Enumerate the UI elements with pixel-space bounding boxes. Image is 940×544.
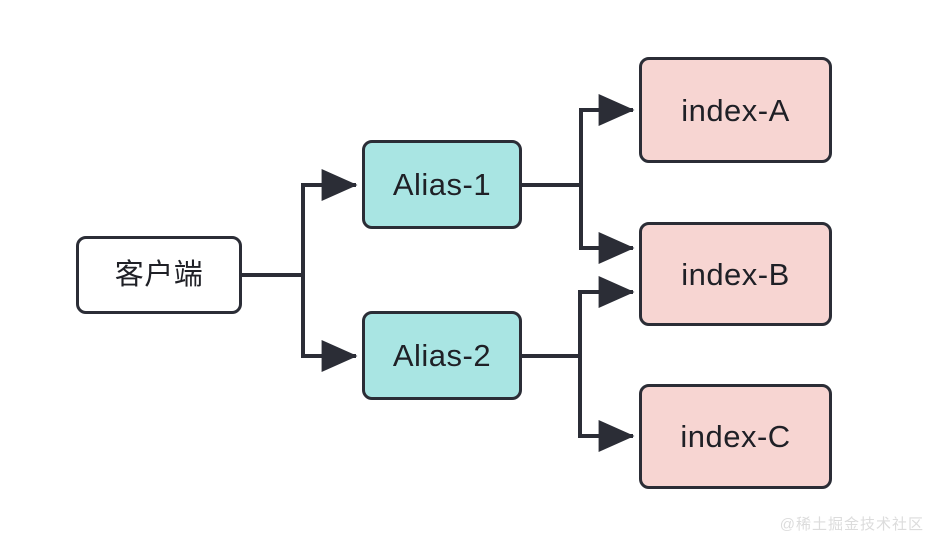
node-index-b-label: index-B bbox=[681, 256, 790, 292]
node-alias-2[interactable]: Alias-2 bbox=[362, 311, 522, 400]
node-index-a[interactable]: index-A bbox=[639, 57, 832, 163]
node-alias-1[interactable]: Alias-1 bbox=[362, 140, 522, 229]
node-index-c-label: index-C bbox=[680, 419, 791, 454]
edge-alias-2-to-index-b bbox=[578, 276, 635, 356]
edge-alias-2-to-index-c bbox=[578, 356, 635, 452]
node-index-b[interactable]: index-B bbox=[639, 222, 832, 326]
node-index-c[interactable]: index-C bbox=[639, 384, 832, 489]
node-client[interactable]: 客户端 bbox=[76, 236, 242, 314]
edge-alias-1-to-index-a bbox=[579, 94, 635, 185]
node-alias-2-label: Alias-2 bbox=[392, 338, 492, 373]
edge-client-to-alias-1 bbox=[301, 169, 358, 275]
node-client-label: 客户端 bbox=[114, 258, 204, 291]
edge-client-to-alias-2 bbox=[301, 275, 358, 372]
watermark: @稀土掘金技术社区 bbox=[779, 516, 924, 533]
node-index-a-label: index-A bbox=[681, 92, 790, 128]
edge-alias-1-to-index-b bbox=[579, 185, 635, 264]
node-alias-1-label: Alias-1 bbox=[392, 167, 492, 202]
